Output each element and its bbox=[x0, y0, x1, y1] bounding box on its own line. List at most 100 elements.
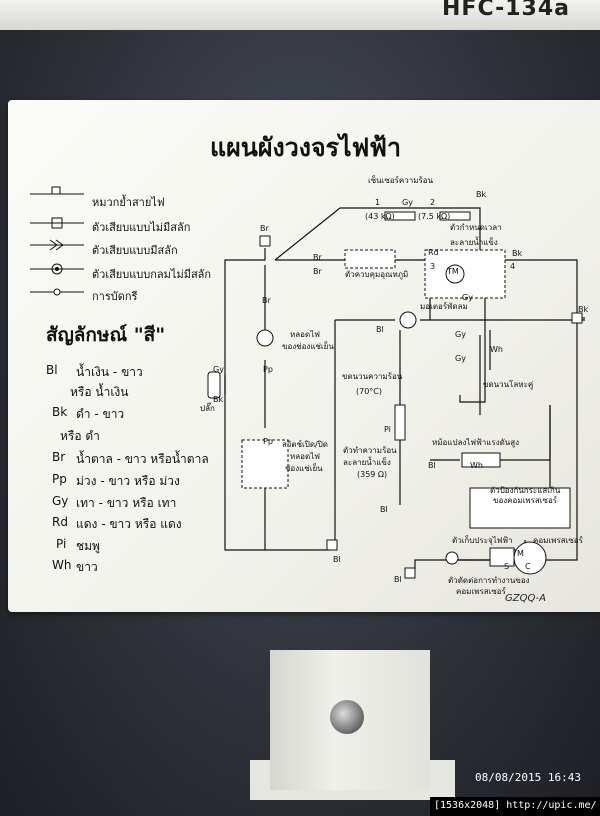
terminal-block bbox=[326, 539, 338, 551]
compressor-terminal: M bbox=[517, 549, 524, 558]
defrost-heater bbox=[394, 404, 406, 441]
terminal-number: 4 bbox=[510, 262, 516, 271]
thermostat-label: ตัวควบคุมอุณหภูมิ bbox=[345, 270, 409, 279]
color-desc: เทา - ขาว หรือ เทา bbox=[76, 496, 177, 510]
color-desc: หรือ น้ำเงิน bbox=[70, 385, 129, 399]
crimp-cap-icon bbox=[30, 186, 84, 195]
color-code: Pp bbox=[52, 472, 67, 486]
color-desc: แดง - ขาว หรือ แดง bbox=[76, 517, 182, 531]
defrost-heater-label: ตัวทำความร้อน bbox=[343, 446, 397, 455]
wire-code: Rd bbox=[428, 248, 439, 257]
color-code: Gy bbox=[52, 494, 69, 508]
sensor-value: (7.5 kΩ) bbox=[418, 212, 451, 221]
connector-latch-icon bbox=[30, 239, 84, 251]
wire-code: Gy bbox=[213, 365, 224, 374]
sensor-value: (43 kΩ) bbox=[365, 212, 395, 221]
legend-label: หมวกย้ำสายไฟ bbox=[92, 196, 165, 209]
timer-label: ตัวกำหนดเวลา bbox=[450, 223, 502, 232]
sensor-resistor bbox=[384, 211, 416, 221]
color-code: Br bbox=[52, 450, 66, 464]
color-code: Pi bbox=[56, 537, 67, 551]
color-desc: ม่วง - ขาว หรือ ม่วง bbox=[76, 474, 180, 488]
terminal-number: 1 bbox=[375, 198, 381, 207]
fuse-label: ขดนวนโลหะคู่ bbox=[483, 380, 534, 389]
defrost-heater-label: (359 Ω) bbox=[357, 470, 388, 479]
defrost-heater-label: ละลายน้ำแข็ง bbox=[343, 458, 391, 467]
wire-sensor bbox=[274, 207, 481, 261]
wire-code: Pp bbox=[263, 437, 273, 446]
color-desc: ชมพู bbox=[76, 539, 100, 553]
defrost-timer bbox=[424, 249, 506, 299]
terminal-block bbox=[571, 312, 583, 324]
screw bbox=[330, 700, 364, 734]
capacitor bbox=[445, 551, 459, 565]
wire-code: Wh bbox=[490, 345, 503, 354]
plug bbox=[207, 371, 221, 399]
sensor-resistor bbox=[439, 211, 471, 221]
solder-joint-icon bbox=[30, 288, 84, 296]
wire-code: Bk bbox=[213, 395, 224, 404]
transformer-label: หม้อแปลงไฟฟ้าแรงดันสูง bbox=[432, 438, 520, 447]
wire-code: Bl bbox=[376, 325, 384, 334]
compressor-terminal: C bbox=[525, 562, 531, 571]
watermark-bar bbox=[430, 797, 600, 816]
color-desc: น้ำเงิน - ขาว bbox=[76, 365, 143, 379]
legend-label: ตัวเสียบแบบกลมไม่มีสลัก bbox=[92, 268, 212, 281]
overload-label: ตัวป้องกันกระแสเกิน bbox=[490, 486, 561, 495]
color-desc: ขาว bbox=[76, 560, 98, 574]
capacitor-label: ตัวเก็บประจุไฟฟ้า bbox=[452, 536, 513, 545]
lamp-label: ของช่องแช่เย็น bbox=[282, 342, 334, 351]
terminal-block bbox=[259, 235, 271, 247]
fan-motor bbox=[399, 311, 417, 329]
starter-label: คอมเพรสเซอร์ bbox=[456, 587, 506, 596]
door-switch-label: ช่องแช่เย็น bbox=[285, 464, 323, 473]
color-desc: ดำ - ขาว bbox=[76, 407, 125, 421]
wire-code: Br bbox=[313, 253, 322, 262]
wire-code: Pi bbox=[384, 425, 391, 434]
diagram-title: แผนผังวงจรไฟฟ้า bbox=[210, 133, 402, 162]
terminal-block bbox=[404, 567, 416, 579]
wire-code: Gy bbox=[402, 198, 413, 207]
color-code: Wh bbox=[52, 558, 72, 572]
overload-label: ของคอมเพรสเซอร์ bbox=[493, 496, 558, 505]
photo-timestamp: 08/08/2015 16:43 bbox=[475, 771, 581, 784]
wire-left-bus bbox=[224, 248, 331, 551]
refrigerant-sticker: HFC-134a bbox=[0, 0, 600, 30]
sensor-label: เซ็นเซอร์ความร้อน bbox=[368, 176, 434, 185]
door-switch-label: สวิตช์เปิด/ปิด bbox=[282, 440, 328, 449]
watermark-text: [1536x2048] http://upic.me/ bbox=[434, 800, 597, 811]
thermostat bbox=[344, 249, 396, 269]
color-code: Bk bbox=[52, 405, 68, 419]
lamp-label: หลอดไฟ bbox=[290, 330, 320, 339]
heater-label: (70°C) bbox=[356, 387, 383, 396]
wire-code: Bl bbox=[394, 575, 402, 584]
connector-no-latch-icon bbox=[30, 217, 84, 229]
starter-relay bbox=[489, 547, 515, 567]
wire-code: Pp bbox=[263, 365, 273, 374]
color-code: Bl bbox=[46, 363, 58, 377]
legend-label: ตัวเสียบแบบไม่มีสลัก bbox=[92, 221, 191, 234]
door-switch bbox=[241, 439, 289, 489]
legend-label: ตัวเสียบแบบมีสลัก bbox=[92, 244, 178, 257]
wire-code: Bk bbox=[512, 249, 523, 258]
door-switch-label: หลอดไฟ bbox=[290, 452, 320, 461]
color-code: Rd bbox=[52, 515, 68, 529]
wire-code: Br bbox=[262, 296, 271, 305]
wire-code: Wh bbox=[470, 461, 483, 470]
wire-code: Br bbox=[313, 267, 322, 276]
heater-label: ขดนวนความร้อน bbox=[342, 372, 403, 381]
wire-code: Gy bbox=[455, 330, 466, 339]
model-code: GZQQ-A bbox=[505, 593, 546, 604]
wire-code: Bl bbox=[380, 505, 388, 514]
overload-protector bbox=[469, 487, 571, 529]
timer-label: ละลายน้ำแข็ง bbox=[450, 238, 498, 247]
wire-code: Bl bbox=[428, 461, 436, 470]
terminal-number: 2 bbox=[430, 198, 436, 207]
plug-label: ปลั๊ก bbox=[200, 404, 215, 413]
wire-code: Bl bbox=[333, 555, 341, 564]
color-key-title: สัญลักษณ์ "สี" bbox=[46, 324, 166, 346]
circuit-diagram bbox=[207, 207, 585, 579]
wire-code: Gy bbox=[462, 293, 473, 302]
starter-label: ตัวตัดต่อการทำงานของ bbox=[448, 576, 530, 585]
